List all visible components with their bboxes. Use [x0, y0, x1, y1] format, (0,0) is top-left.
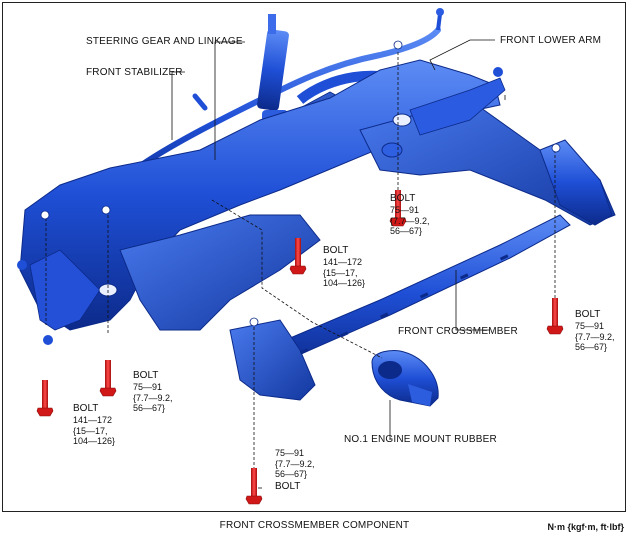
- bolt-title: BOLT: [133, 370, 159, 381]
- bolt-spec-4: BOLT 75—91 {7.7—9.2, 56—67}: [133, 370, 173, 414]
- bolt-torque-ftlbf: 56—67}: [390, 226, 423, 236]
- bolt-torque-nm: 75—91: [133, 382, 163, 392]
- label-front-stabilizer: FRONT STABILIZER: [86, 67, 183, 78]
- bolt-title: BOLT: [323, 245, 349, 256]
- bolt-torque-nm: 75—91: [390, 205, 420, 215]
- steering-column: [257, 29, 289, 111]
- bolt-mark: [36, 379, 54, 417]
- label-front-crossmember: FRONT CROSSMEMBER: [398, 326, 518, 337]
- bolt-torque-ftlbf: 56—67}: [133, 403, 166, 413]
- bolt-spec-2: BOLT 141—172 {15—17, 104—126}: [323, 245, 365, 289]
- figure-caption: FRONT CROSSMEMBER COMPONENT: [219, 520, 410, 531]
- bolt-title: BOLT: [390, 193, 416, 204]
- diagram-frame: [2, 2, 626, 512]
- bolt-torque-nm: 141—172: [73, 415, 113, 425]
- label-steering-gear: STEERING GEAR AND LINKAGE: [86, 36, 243, 47]
- bolt-spec-5: BOLT 141—172 {15—17, 104—126}: [73, 403, 115, 447]
- bolt-title: BOLT: [575, 309, 601, 320]
- label-engine-mount: NO.1 ENGINE MOUNT RUBBER: [344, 434, 497, 445]
- bolt-torque-nm: 141—172: [323, 257, 363, 267]
- bolt-spec-1: BOLT 75—91 {7.7—9.2, 56—67}: [390, 193, 430, 237]
- bolt-torque-nm: 75—91: [275, 448, 305, 458]
- bolt-torque-nm: 75—91: [575, 321, 605, 331]
- label-front-lower-arm: FRONT LOWER ARM: [500, 35, 602, 46]
- bolt-mark: [99, 359, 117, 397]
- engine-mount-rubber: [371, 349, 439, 407]
- bolt-torque-kgf: {7.7—9.2,: [390, 215, 430, 226]
- units-note: N·m {kgf·m, ft·lbf}: [547, 522, 625, 532]
- bolt-torque-ftlbf: 56—67}: [275, 469, 308, 479]
- bolt-title: BOLT: [73, 403, 99, 414]
- bolt-mark: [245, 467, 263, 505]
- front-lower-arm-right: [409, 77, 506, 136]
- bolt-torque-ftlbf: 56—67}: [575, 342, 608, 352]
- bolt-torque-ftlbf: 104—126}: [73, 436, 116, 446]
- bolt-torque-kgf: {7.7—9.2,: [133, 392, 173, 403]
- front-lower-arm-left: [29, 249, 101, 331]
- bolt-torque-kgf: {15—17,: [73, 425, 108, 436]
- bolt-torque-kgf: {7.7—9.2,: [575, 331, 615, 342]
- bolt-spec-3: BOLT 75—91 {7.7—9.2, 56—67}: [575, 309, 615, 353]
- bolt-torque-ftlbf: 104—126}: [323, 278, 366, 288]
- bolt-mark: [546, 297, 564, 335]
- bolt-title: BOLT: [275, 480, 301, 492]
- bolt-torque-kgf: {15—17,: [323, 267, 358, 278]
- bolt-spec-6: 75—91 {7.7—9.2, 56—67} BOLT: [275, 448, 315, 493]
- bolt-torque-kgf: {7.7—9.2,: [275, 458, 315, 469]
